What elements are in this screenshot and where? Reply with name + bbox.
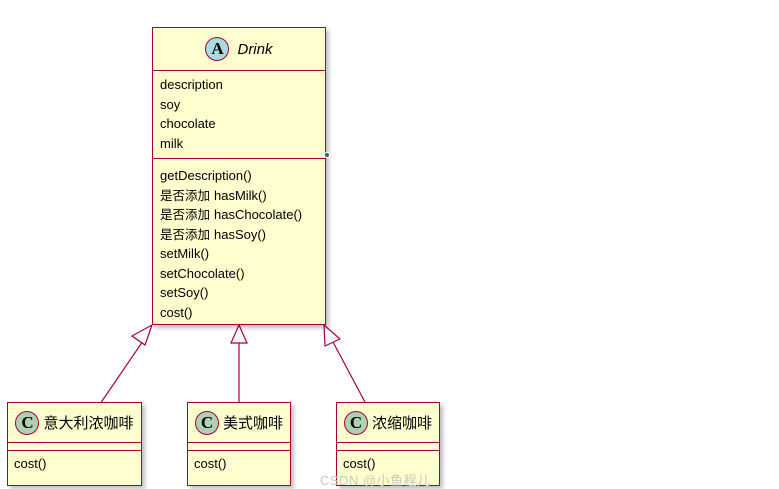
method-name: hasSoy(): [213, 226, 267, 242]
arrow-head: [323, 323, 342, 347]
class-name: Drink: [237, 40, 273, 58]
methods-section: cost(): [8, 451, 141, 474]
method-name: hasChocolate(): [213, 207, 303, 222]
method-name: setMilk(): [160, 246, 210, 261]
fields-section: [337, 443, 439, 451]
class-header: C 浓缩咖啡: [337, 403, 439, 443]
methods-section: getDescription() 是否添加 hasMilk() 是否添加 has…: [153, 159, 325, 322]
method-name: getDescription(): [160, 168, 252, 183]
method-prefix: 是否添加: [160, 207, 214, 222]
uml-class-diagram: A Drink description soy chocolate milk g…: [7, 27, 440, 488]
class-box-americano[interactable]: C 美式咖啡 cost(): [187, 402, 291, 486]
class-box-italian-espresso[interactable]: C 意大利浓咖啡 cost(): [7, 402, 142, 486]
method-item: cost(): [194, 456, 227, 471]
method-item: cost(): [160, 303, 325, 323]
class-name: 美式咖啡: [222, 415, 283, 432]
class-name: 意大利浓咖啡: [43, 415, 134, 432]
class-icon: C: [343, 410, 368, 435]
class-name: 浓缩咖啡: [371, 415, 432, 432]
method-item: setMilk(): [160, 244, 325, 264]
method-item: 是否添加 hasSoy(): [160, 225, 325, 245]
class-header: C 意大利浓咖啡: [8, 403, 141, 443]
inheritance-arrows: [99, 323, 367, 405]
method-item: getDescription(): [160, 166, 325, 186]
resize-handle-icon[interactable]: [323, 151, 331, 159]
abstract-class-icon: A: [205, 37, 230, 61]
field-item: description: [160, 77, 223, 92]
watermark-text: CSDN @小鱼程儿: [320, 473, 431, 488]
fields-section: [188, 443, 290, 451]
method-name: hasMilk(): [213, 187, 267, 203]
arrow-head: [130, 323, 154, 346]
field-item: soy: [160, 96, 181, 112]
arrow-italian-espresso: [99, 323, 154, 405]
method-name: setSoy(): [160, 285, 209, 300]
class-icon: C: [194, 410, 219, 435]
method-name: cost(): [160, 304, 193, 320]
class-icon: C: [15, 410, 40, 435]
method-item: cost(): [14, 456, 47, 471]
method-item: setSoy(): [160, 283, 325, 303]
methods-section: cost(): [188, 451, 290, 474]
field-item: milk: [160, 135, 184, 151]
fields-section: description soy chocolate milk: [153, 71, 325, 159]
methods-section: cost(): [337, 451, 439, 474]
arrow-espresso: [323, 323, 367, 405]
class-box-espresso[interactable]: C 浓缩咖啡 cost(): [336, 402, 440, 486]
method-prefix: 是否添加: [160, 226, 214, 242]
arrow-line: [99, 340, 144, 405]
arrow-head: [230, 323, 248, 344]
arrow-americano: [230, 323, 248, 404]
class-header: C 美式咖啡: [188, 403, 290, 443]
method-item: 是否添加 hasChocolate(): [160, 205, 325, 225]
field-item: chocolate: [160, 116, 216, 131]
fields-section: [8, 443, 141, 451]
class-box-drink[interactable]: A Drink description soy chocolate milk g…: [152, 27, 326, 325]
arrow-line: [332, 341, 367, 405]
class-header: A Drink: [153, 28, 325, 71]
method-item: setChocolate(): [160, 264, 325, 284]
method-name: setChocolate(): [160, 265, 245, 281]
method-item: cost(): [343, 456, 376, 471]
method-prefix: 是否添加: [160, 187, 214, 203]
method-item: 是否添加 hasMilk(): [160, 186, 325, 206]
